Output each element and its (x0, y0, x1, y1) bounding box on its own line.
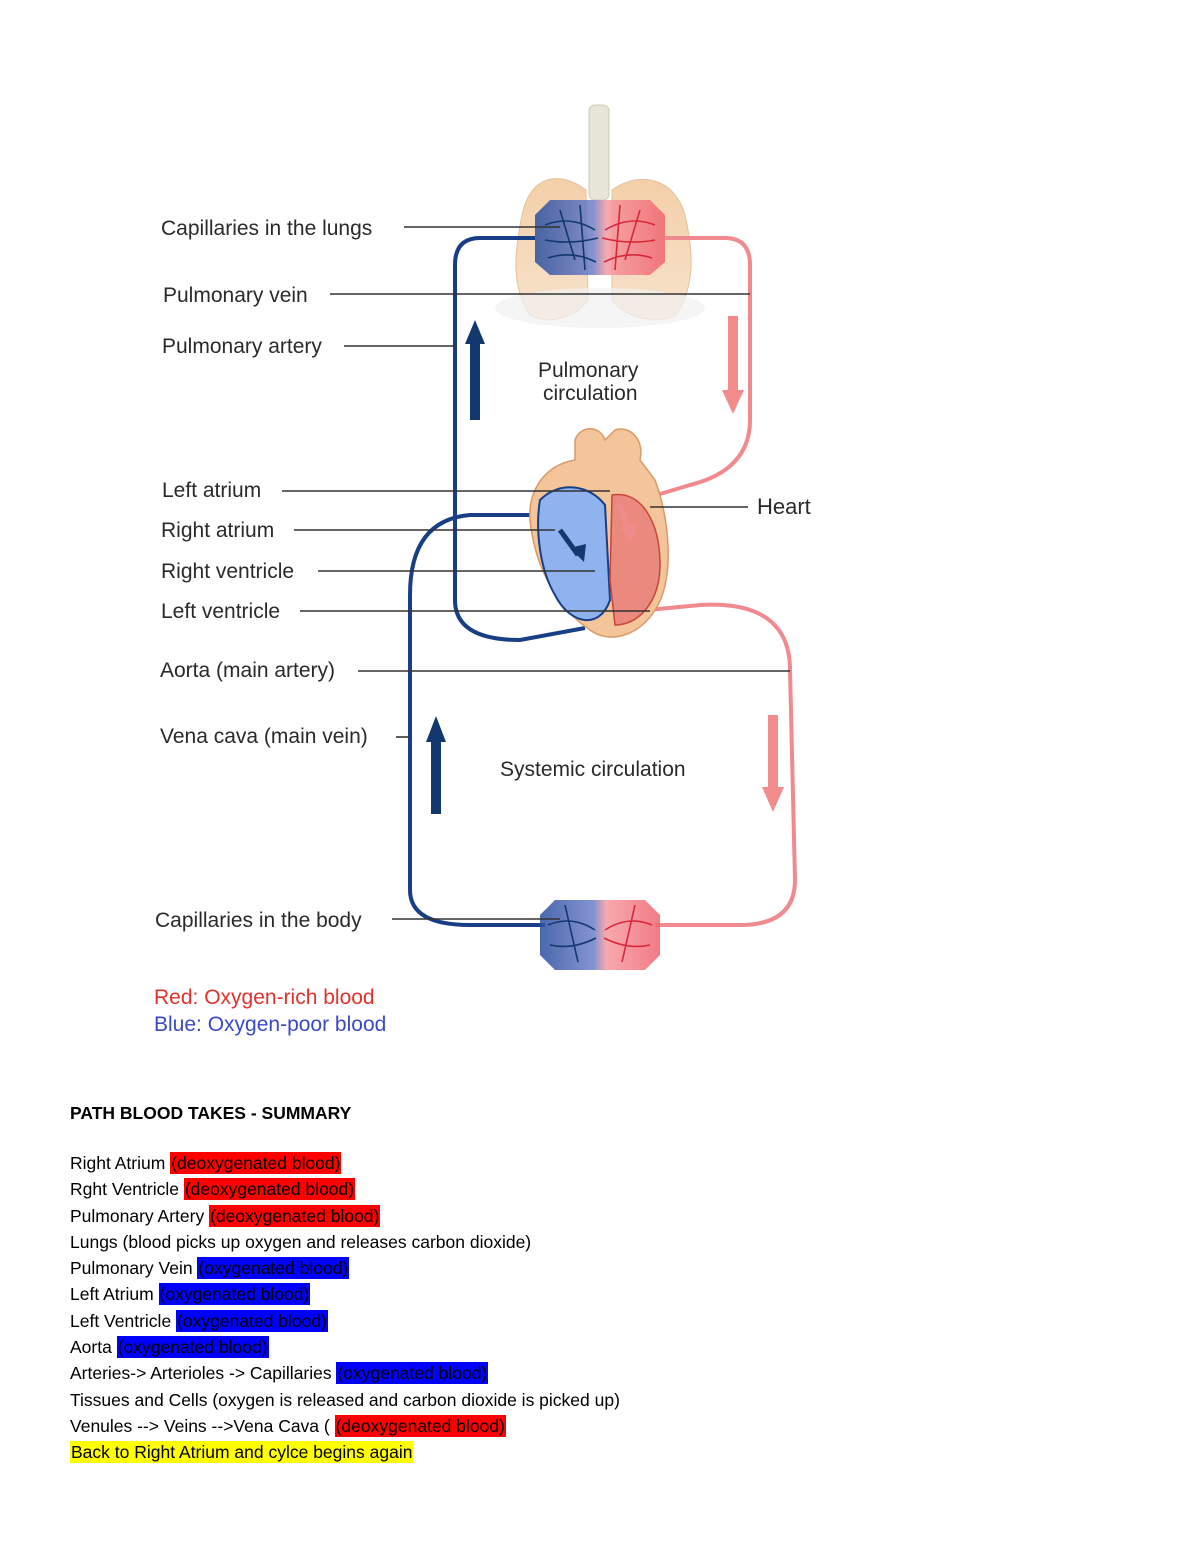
arrow-down-pulmonary-icon (722, 316, 744, 414)
legend-blue: Blue: Oxygen-poor blood (154, 1013, 386, 1036)
label-capillaries-lungs: Capillaries in the lungs (161, 217, 372, 240)
label-left-atrium: Left atrium (162, 479, 261, 502)
label-heart: Heart (757, 494, 811, 519)
summary-line: Aorta (oxygenated blood) (70, 1334, 620, 1360)
vena-cava-vessel (408, 513, 545, 927)
circulation-diagram: Capillaries in the lungs Pulmonary vein … (154, 104, 811, 1036)
summary-line-text: Arteries-> Arterioles -> Capillaries (70, 1363, 337, 1384)
summary-line-text: Left Atrium (70, 1284, 159, 1305)
aorta-vessel (647, 602, 798, 927)
summary-highlight-red: (deoxygenated blood) (334, 1414, 506, 1437)
summary-line: Rght Ventricle (deoxygenated blood) (70, 1176, 620, 1202)
summary-line-text: Rght Ventricle (70, 1179, 184, 1200)
summary-line: Tissues and Cells (oxygen is released an… (70, 1387, 620, 1413)
summary-highlight-blue: (oxygenated blood) (158, 1283, 311, 1306)
pulmonary-artery-vessel (453, 236, 586, 643)
summary-line-text: Tissues and Cells (oxygen is released an… (70, 1389, 620, 1410)
summary-highlight-yellow: Back to Right Atrium and cylce begins ag… (70, 1441, 414, 1464)
label-left-ventricle: Left ventricle (161, 600, 280, 623)
summary-line-text: Venules --> Veins -->Vena Cava ( (70, 1415, 335, 1436)
lung-capillary-bed (535, 200, 665, 275)
summary-list: Right Atrium (deoxygenated blood)Rght Ve… (70, 1150, 620, 1466)
summary-highlight-red: (deoxygenated blood) (183, 1178, 356, 1201)
summary-line: Venules --> Veins -->Vena Cava ( (deoxyg… (70, 1413, 620, 1439)
summary-line-text: Right Atrium (70, 1153, 171, 1173)
summary-line-text: Pulmonary Artery (70, 1205, 210, 1226)
summary-highlight-blue: (oxygenated blood) (336, 1362, 489, 1385)
label-right-ventricle: Right ventricle (161, 560, 294, 583)
legend-red: Red: Oxygen-rich blood (154, 986, 375, 1009)
summary-line: Back to Right Atrium and cylce begins ag… (70, 1439, 620, 1465)
summary-line-text: Aorta (70, 1337, 117, 1358)
summary-line-text: Lungs (blood picks up oxygen and release… (70, 1231, 532, 1252)
heart-illustration (529, 428, 669, 638)
summary-highlight-blue: (oxygenated blood) (197, 1257, 350, 1280)
arrow-up-pulmonary-icon (465, 320, 485, 420)
label-pulmonary-circulation-1: Pulmonary (538, 359, 639, 382)
label-systemic-circulation: Systemic circulation (500, 758, 686, 781)
summary-highlight-red: (deoxygenated blood) (170, 1152, 342, 1174)
label-vena-cava: Vena cava (main vein) (160, 725, 368, 748)
summary-highlight-blue: (oxygenated blood) (116, 1336, 269, 1359)
body-capillary-bed (540, 900, 660, 970)
label-pulmonary-circulation-2: circulation (543, 382, 638, 405)
label-pulmonary-artery: Pulmonary artery (162, 335, 322, 358)
summary-title: PATH BLOOD TAKES - SUMMARY (70, 1103, 352, 1123)
summary-highlight-red: (deoxygenated blood) (209, 1204, 381, 1227)
summary-line: Arteries-> Arterioles -> Capillaries (ox… (70, 1360, 620, 1386)
summary-highlight-blue: (oxygenated blood) (176, 1309, 328, 1332)
summary-line: Pulmonary Artery (deoxygenated blood) (70, 1203, 620, 1229)
leader-lines (282, 226, 790, 920)
summary-line-text: Pulmonary Vein (70, 1258, 198, 1279)
summary-line: Left Atrium (oxygenated blood) (70, 1281, 620, 1307)
arrow-up-systemic-icon (426, 716, 446, 814)
summary-section: PATH BLOOD TAKES - SUMMARY Right Atrium … (70, 1100, 620, 1466)
label-aorta: Aorta (main artery) (160, 659, 335, 682)
summary-line-text: Left Ventricle (70, 1310, 177, 1331)
label-right-atrium: Right atrium (161, 519, 274, 542)
pulmonary-vein-vessel (639, 236, 752, 502)
label-pulmonary-vein: Pulmonary vein (163, 284, 308, 307)
summary-line: Right Atrium (deoxygenated blood) (70, 1150, 620, 1176)
summary-line: Left Ventricle (oxygenated blood) (70, 1308, 620, 1334)
label-capillaries-body: Capillaries in the body (155, 909, 362, 932)
summary-line: Pulmonary Vein (oxygenated blood) (70, 1255, 620, 1281)
arrow-down-systemic-icon (762, 715, 784, 812)
summary-line: Lungs (blood picks up oxygen and release… (70, 1229, 620, 1255)
